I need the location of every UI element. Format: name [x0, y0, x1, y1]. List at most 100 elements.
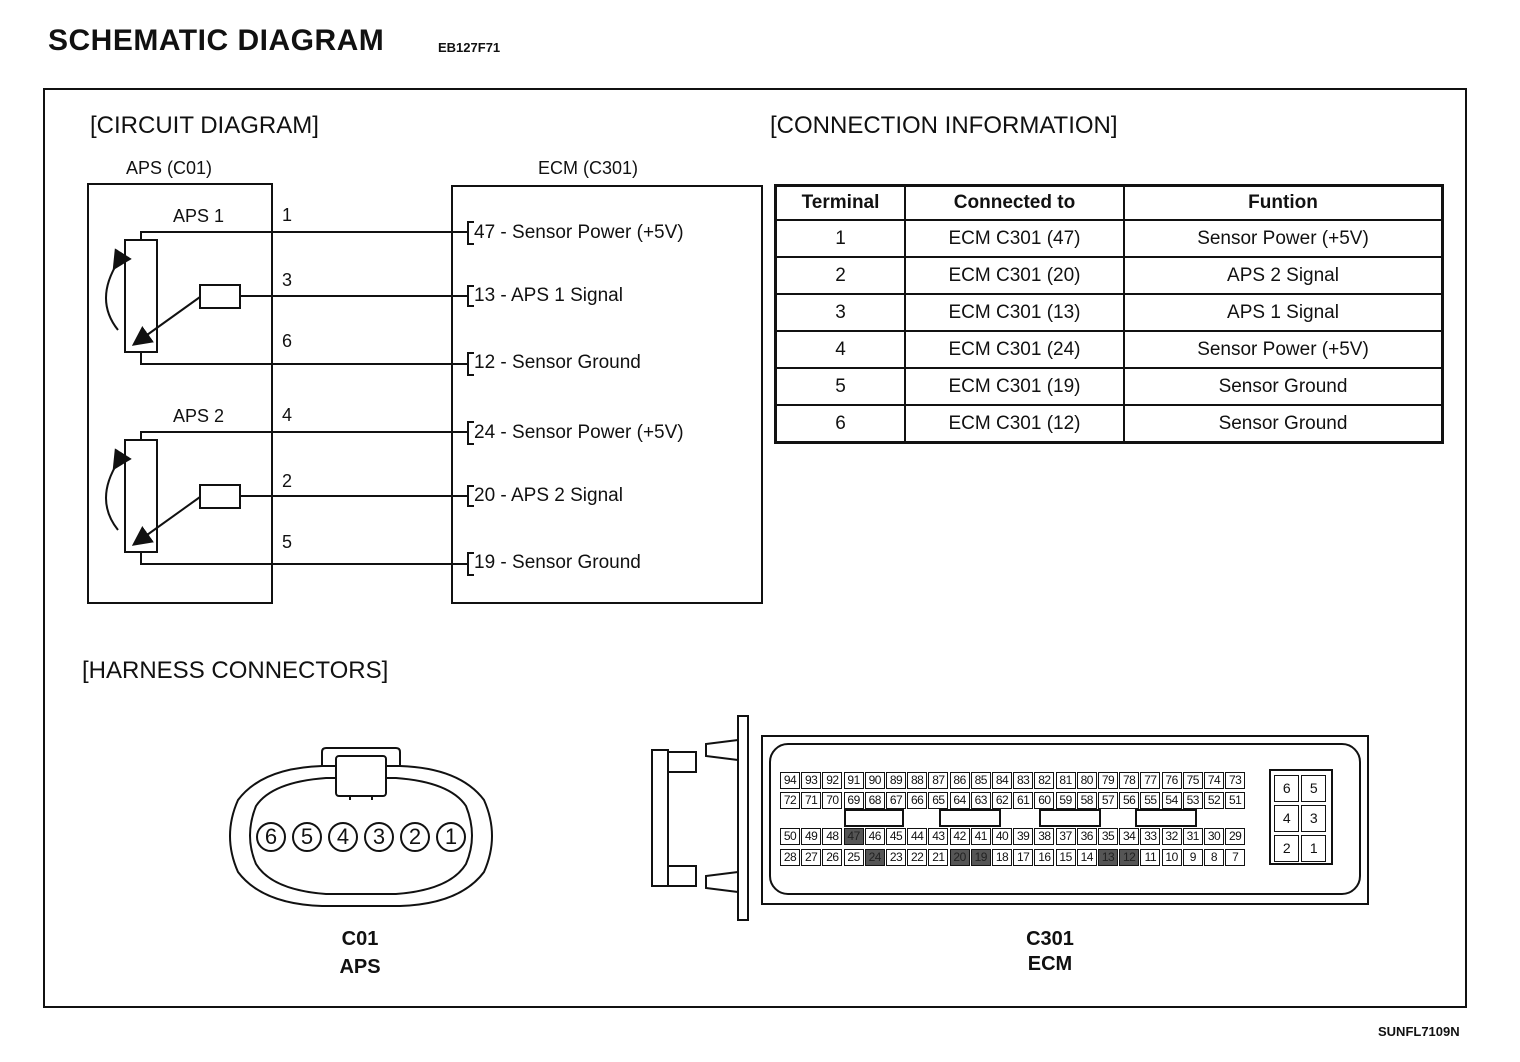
c301-pin: 79 [1098, 772, 1118, 789]
c301-pin: 40 [992, 828, 1012, 845]
c01-pin: 3 [364, 822, 394, 852]
c301-pin: 50 [780, 828, 800, 845]
ecm-pin-label: 12 - Sensor Ground [474, 352, 643, 374]
c301-pin: 39 [1013, 828, 1034, 845]
c01-code-caption: C01 [341, 928, 379, 950]
c301-pin: 31 [1182, 828, 1203, 845]
ecm-box [451, 185, 763, 604]
c301-pin: 94 [780, 772, 800, 789]
connected-to-cell: ECM C301 (12) [904, 404, 1125, 444]
c301-pin: 52 [1204, 792, 1224, 809]
c301-pin: 23 [886, 849, 906, 866]
c301-pin: 41 [970, 828, 991, 845]
c301-pin: 58 [1076, 792, 1097, 809]
c301-pin: 14 [1076, 849, 1097, 866]
aps2-label: APS 2 [173, 406, 225, 426]
aps-pin-label: 2 [282, 471, 293, 491]
terminal-cell: 1 [774, 219, 906, 258]
aps-pin-label: 4 [282, 405, 293, 425]
harness-connectors-heading: [HARNESS CONNECTORS] [82, 657, 389, 684]
c301-pin: 90 [864, 772, 885, 789]
c301-pin: 16 [1034, 849, 1055, 866]
c301-pin: 67 [886, 792, 906, 809]
c301-pin: 53 [1182, 792, 1203, 809]
aps-pin-label: 5 [282, 532, 293, 552]
connected-to-cell: ECM C301 (20) [904, 256, 1125, 295]
c301-pin: 70 [822, 792, 843, 809]
c301-pin: 12 [1119, 849, 1140, 866]
c301-pin: 65 [928, 792, 949, 809]
c301-pin: 69 [843, 792, 864, 809]
terminal-cell: 3 [774, 293, 906, 332]
terminal-cell: 4 [774, 330, 906, 369]
c301-pin: 56 [1119, 792, 1140, 809]
c301-pin: 22 [907, 849, 928, 866]
c301-pin: 42 [949, 828, 970, 845]
c301-side-pin: 5 [1301, 775, 1326, 802]
c301-side-pin: 6 [1274, 775, 1299, 802]
c301-pin: 26 [822, 849, 843, 866]
table-row: 5 ECM C301 (19) Sensor Ground [774, 367, 1444, 406]
c301-pin: 81 [1055, 772, 1076, 789]
ecm-connector-title: ECM (C301) [538, 158, 639, 178]
c01-pin: 1 [436, 822, 466, 852]
c301-pin: 83 [1013, 772, 1034, 789]
c01-pin: 5 [292, 822, 322, 852]
column-header-connected-to: Connected to [904, 184, 1125, 221]
column-header-function: Funtion [1123, 184, 1444, 221]
c301-pin: 76 [1161, 772, 1182, 789]
c301-pin: 32 [1161, 828, 1182, 845]
c301-pin: 38 [1034, 828, 1055, 845]
aps1-label: APS 1 [173, 206, 225, 226]
terminal-cell: 5 [774, 367, 906, 406]
c301-side-pin: 1 [1301, 835, 1326, 862]
c301-pin: 27 [801, 849, 822, 866]
c301-pin: 77 [1140, 772, 1161, 789]
c301-pin: 18 [992, 849, 1012, 866]
c301-pin: 37 [1055, 828, 1076, 845]
wire-pin6 [140, 352, 468, 365]
table-row: 6 ECM C301 (12) Sensor Ground [774, 404, 1444, 444]
c301-pin: 80 [1076, 772, 1097, 789]
ecm-pin-label: 24 - Sensor Power (+5V) [474, 422, 686, 444]
c301-pin: 8 [1204, 849, 1224, 866]
c01-pin: 4 [328, 822, 358, 852]
c01-pin: 2 [400, 822, 430, 852]
aps2-potentiometer [105, 439, 241, 553]
c301-pin: 7 [1225, 849, 1246, 866]
c301-pin: 57 [1098, 792, 1118, 809]
circuit-diagram-heading: [CIRCUIT DIAGRAM] [90, 112, 319, 139]
c301-pin: 74 [1204, 772, 1224, 789]
c301-pin: 60 [1034, 792, 1055, 809]
document-code: EB127F71 [438, 40, 501, 55]
connected-to-cell: ECM C301 (19) [904, 367, 1125, 406]
function-cell: Sensor Power (+5V) [1123, 219, 1444, 258]
c301-pin: 66 [907, 792, 928, 809]
table-row: 4 ECM C301 (24) Sensor Power (+5V) [774, 330, 1444, 369]
c301-pin: 20 [949, 849, 970, 866]
c301-side-pin: 4 [1274, 805, 1299, 832]
wire-pin5 [140, 552, 468, 565]
c301-pin: 89 [886, 772, 906, 789]
c301-pin: 64 [949, 792, 970, 809]
c301-pin: 49 [801, 828, 822, 845]
c301-pin: 55 [1140, 792, 1161, 809]
c301-pin: 84 [992, 772, 1012, 789]
c301-pin: 36 [1076, 828, 1097, 845]
c301-pin: 13 [1098, 849, 1118, 866]
aps-connector-title: APS (C01) [126, 158, 213, 178]
c301-pin: 93 [801, 772, 822, 789]
function-cell: Sensor Ground [1123, 367, 1444, 406]
page-title: SCHEMATIC DIAGRAM [48, 24, 385, 57]
c301-pin: 44 [907, 828, 928, 845]
c301-pin: 73 [1225, 772, 1246, 789]
c301-pin: 35 [1098, 828, 1118, 845]
function-cell: Sensor Power (+5V) [1123, 330, 1444, 369]
c301-pin: 75 [1182, 772, 1203, 789]
c301-name-caption: ECM [1027, 953, 1073, 975]
c301-pin: 28 [780, 849, 800, 866]
c301-pin: 24 [864, 849, 885, 866]
c301-pin: 82 [1034, 772, 1055, 789]
terminal-cell: 6 [774, 404, 906, 444]
